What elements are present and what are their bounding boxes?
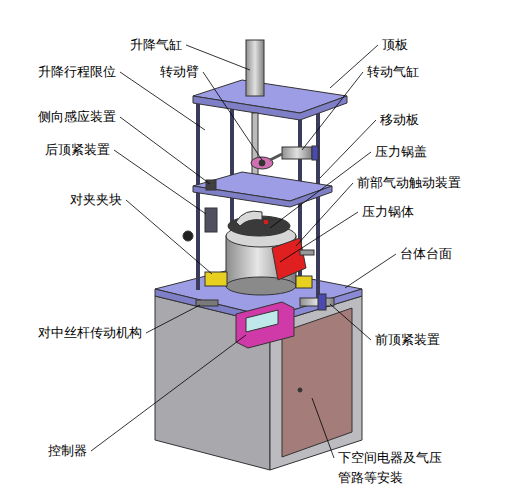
pressure-cooker: [183, 208, 334, 310]
cabinet: [155, 266, 362, 470]
leader-line: [203, 72, 262, 160]
leader-line: [345, 254, 396, 288]
rear-push-block: [205, 208, 217, 232]
leader-line: [302, 72, 363, 150]
top-plate-edge: [193, 96, 347, 120]
part-label: 顶板: [382, 37, 408, 53]
controller-screen: [246, 310, 278, 332]
lid-handle: [236, 211, 262, 226]
rotary-link: [270, 154, 282, 160]
controller-box: [236, 302, 294, 348]
side-sensor: [206, 180, 216, 190]
moving-plate: [193, 146, 332, 207]
lift-cylinder: [246, 40, 264, 96]
trigger-rod: [300, 250, 314, 255]
part-label: 压力锅盖: [375, 144, 427, 160]
top-plate: [193, 40, 347, 175]
leader-line: [270, 152, 371, 228]
front-push-cylinder: [300, 298, 334, 306]
leader-line: [296, 183, 353, 246]
part-label: 侧向感应装置: [38, 109, 116, 125]
part-label: 对中丝杆传动机构: [38, 325, 142, 341]
door-handle: [298, 388, 302, 392]
leader-line: [120, 117, 210, 184]
clamp-block-right: [296, 276, 312, 288]
part-label: 压力锅体: [362, 204, 414, 220]
rotary-cylinder: [282, 147, 312, 159]
front-push-mount: [318, 294, 326, 310]
part-label: 升降气缸: [130, 37, 182, 53]
rotary-cylinder-end: [312, 146, 318, 160]
leader-line: [330, 304, 371, 340]
leader-line: [114, 150, 206, 214]
part-label: 升降行程限位: [38, 64, 116, 80]
leader-line: [91, 335, 246, 451]
clamp-block: [205, 272, 227, 286]
side-knob: [183, 231, 193, 241]
part-label: 转动气缸: [367, 64, 419, 80]
leader-line: [146, 305, 200, 333]
front-trigger: [272, 238, 306, 280]
part-label: 移动板: [380, 112, 419, 128]
controller: [236, 302, 294, 348]
part-label: 下空间电器及气压 管路等安装: [338, 448, 456, 488]
rotary-arm-hub: [259, 160, 265, 166]
leader-line: [312, 398, 334, 458]
part-label: 后顶紧装置: [45, 142, 110, 158]
part-label: 转动臂: [160, 64, 199, 80]
part-label: 对夹夹块: [70, 192, 122, 208]
cooker-bottom: [226, 277, 296, 295]
leader-lines: [91, 45, 396, 458]
part-label: 前顶紧装置: [375, 332, 440, 348]
part-label: 控制器: [48, 443, 87, 459]
part-label: 前部气动触动装置: [357, 175, 461, 191]
part-label: 台体台面: [400, 246, 452, 262]
leader-line: [126, 200, 212, 274]
lid-valve: [263, 219, 269, 225]
leader-line: [120, 72, 205, 130]
leader-line: [280, 212, 358, 262]
column: [316, 112, 320, 300]
